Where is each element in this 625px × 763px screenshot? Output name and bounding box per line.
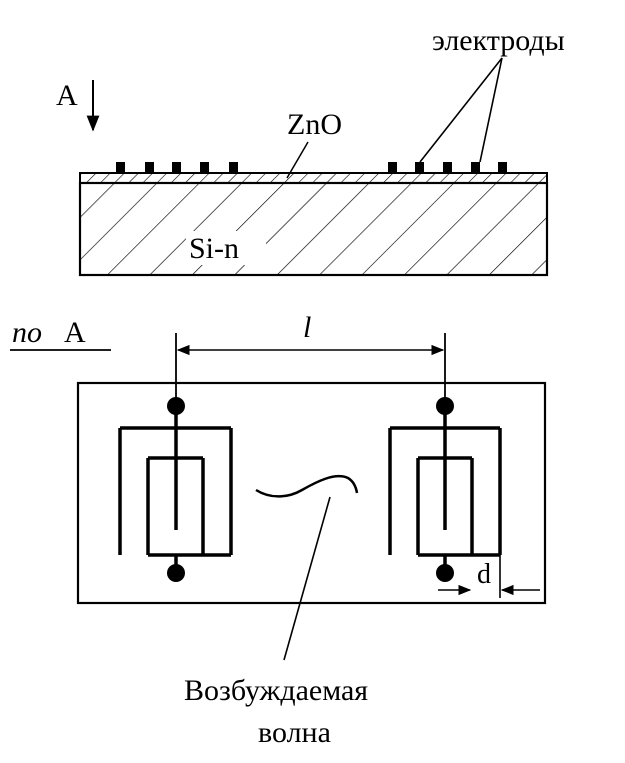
- electrodes-right: [388, 162, 507, 174]
- si-substrate: [78, 181, 549, 277]
- wave-leader: [283, 496, 331, 661]
- view-arrow-label: А: [56, 79, 78, 112]
- electrodes-leader: [419, 57, 503, 163]
- electrode: [145, 162, 154, 174]
- gap-label: d: [477, 559, 491, 590]
- length-dimension: l: [175, 311, 446, 400]
- substrate-label: Si-n: [189, 232, 239, 265]
- electrode: [116, 162, 125, 174]
- idt-right: [388, 397, 502, 582]
- wave-label-line2: волна: [258, 716, 331, 749]
- zno-label: ZnO: [287, 108, 342, 141]
- electrodes-left: [116, 162, 238, 174]
- electrode: [471, 162, 480, 174]
- zno-leader: [286, 141, 309, 179]
- bond-pad-bottom: [436, 564, 454, 582]
- section-letter: А: [64, 316, 86, 349]
- electrodes-label: электроды: [432, 24, 565, 57]
- section-prefix: по: [12, 316, 42, 349]
- plan-view-plate: [76, 381, 547, 605]
- electrode: [229, 162, 238, 174]
- zno-film: [79, 172, 548, 184]
- electrode: [415, 162, 424, 174]
- substrate-label-bg: [186, 231, 266, 265]
- electrodes-leader: [479, 57, 503, 163]
- electrode: [388, 162, 397, 174]
- wave-label-line1: Возбуждаемая: [184, 674, 368, 707]
- wave-symbol: [255, 474, 359, 498]
- length-label: l: [303, 311, 311, 344]
- section-label: по А: [10, 316, 111, 351]
- cross-section: А электроды ZnO Si-n: [56, 24, 565, 277]
- bond-pad-bottom: [167, 564, 185, 582]
- electrode: [498, 162, 507, 174]
- idt-left: [118, 397, 233, 582]
- electrode: [172, 162, 181, 174]
- electrode: [200, 162, 209, 174]
- gap-dimension: d: [438, 555, 540, 598]
- electrode: [443, 162, 452, 174]
